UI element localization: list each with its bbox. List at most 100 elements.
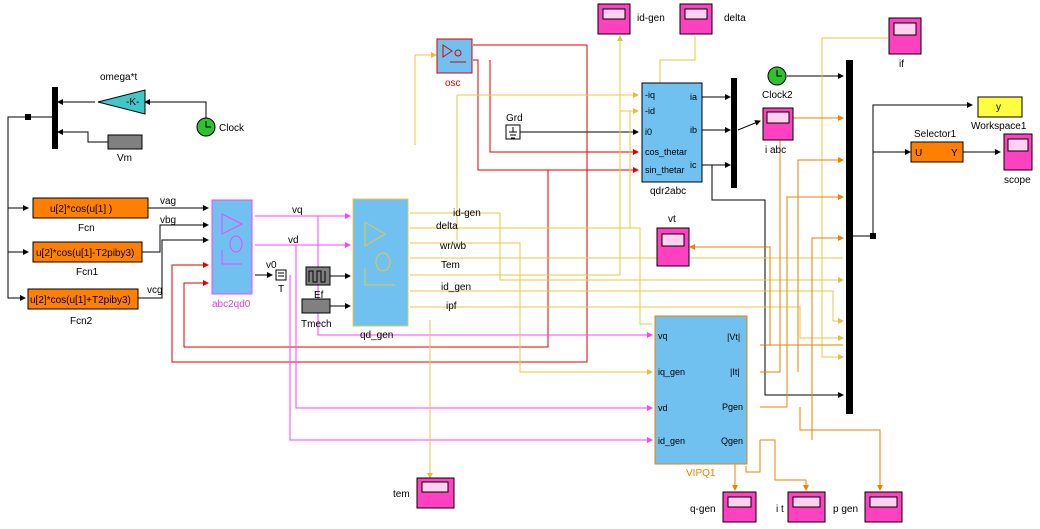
scope-id-gen-label: id-gen: [637, 13, 665, 24]
qdr2abc-in-2: -id: [645, 106, 655, 116]
qd-gen-block[interactable]: qd_gen: [352, 198, 409, 341]
vipq1-out-2: |It|: [730, 367, 740, 377]
vipq1-in-1: vq: [658, 331, 668, 341]
fcn-label: Fcn: [78, 223, 95, 234]
gain-omega-t[interactable]: omega*t -K-: [97, 72, 146, 115]
clock-block[interactable]: Clock: [196, 117, 245, 137]
sig-v0: v0: [266, 260, 277, 271]
vipq1-out-4: Qgen: [721, 436, 743, 446]
scope-i-abc-label: i abc: [765, 145, 786, 156]
scope-i-abc[interactable]: i abc: [762, 107, 794, 156]
scope-i-t[interactable]: i t: [776, 491, 826, 523]
fcn-expr: u[2]*cos(u[1] ): [50, 204, 112, 215]
scope-scope-label: scope: [1004, 175, 1031, 186]
signal-labels: vag vbg vcg vq vd v0 id-gen delta wr/wb …: [147, 196, 481, 312]
scope-scope[interactable]: scope: [1003, 133, 1033, 186]
grd-label: Grd: [506, 113, 523, 124]
scope-p-gen[interactable]: p gen: [833, 491, 903, 523]
mux-right[interactable]: [846, 60, 853, 414]
sig-vd: vd: [288, 235, 299, 246]
scope-tem-label: tem: [393, 489, 410, 500]
fcn2-label: Fcn2: [70, 316, 93, 327]
qdr2abc-in-5: sin_thetar: [645, 165, 685, 175]
fcn1-label: Fcn1: [76, 267, 99, 278]
clock2-block[interactable]: Clock2: [762, 66, 793, 101]
sig-vag: vag: [160, 196, 176, 207]
qdr2abc-out-2: ib: [690, 125, 697, 135]
osc-block[interactable]: osc: [436, 38, 473, 89]
ef-block[interactable]: Ef: [305, 266, 331, 301]
scope-delta[interactable]: delta: [679, 3, 746, 35]
scope-i-t-label: i t: [776, 504, 784, 515]
grd-block[interactable]: Grd: [505, 113, 523, 140]
scope-id-gen[interactable]: id-gen: [597, 3, 665, 35]
scope-q-gen-label: q-gen: [690, 504, 716, 515]
gain-text: -K-: [126, 97, 139, 108]
selector1-u: U: [915, 148, 922, 159]
workspace1-text: y: [996, 102, 1001, 113]
sig-wr-wb: wr/wb: [439, 241, 467, 252]
scope-delta-label: delta: [724, 13, 746, 24]
scope-tem[interactable]: tem: [393, 477, 455, 509]
abc2qd0-block[interactable]: abc2qd0: [211, 199, 253, 310]
ef-label: Ef: [314, 290, 324, 301]
sig-delta: delta: [436, 221, 458, 232]
vm-label: Vm: [117, 153, 132, 164]
sig-vq: vq: [292, 205, 303, 216]
mux-qdr[interactable]: [731, 78, 737, 188]
vipq1-out-1: |Vt|: [727, 332, 740, 342]
vipq1-out-3: Pgen: [722, 402, 743, 412]
mux-bars: [25, 60, 876, 414]
vipq1-label: VIPQ1: [686, 468, 716, 479]
qdr2abc-out-3: ic: [690, 160, 697, 170]
fcn1-expr: u[2]*cos(u[1]-T2piby3): [36, 248, 134, 259]
qdr2abc-out-1: ia: [690, 92, 697, 102]
junction-dot: [870, 233, 876, 239]
qdr2abc-in-1: -iq: [645, 90, 655, 100]
sig-ipf: ipf: [446, 301, 457, 312]
qdr2abc-in-4: cos_thetar: [645, 147, 687, 157]
workspace1-label: Workspace1: [971, 121, 1027, 132]
sig-vbg: vbg: [160, 215, 176, 226]
qdr2abc-label: qdr2abc: [650, 186, 686, 197]
qd-gen-label: qd_gen: [360, 330, 393, 341]
qdr2abc-block[interactable]: -iq -id i0 cos_thetar sin_thetar ia ib i…: [641, 82, 703, 197]
fcn2-expr: u[2]*cos(u[1]+T2piby3): [30, 295, 131, 306]
selector1-block[interactable]: Selector1 U Y: [910, 129, 964, 163]
tmech-label: Tmech: [301, 319, 332, 330]
sig-id-gen2: id_gen: [441, 282, 471, 293]
selector1-y: Y: [951, 148, 958, 159]
fcn-block[interactable]: u[2]*cos(u[1] ) Fcn: [32, 197, 149, 234]
clock2-label: Clock2: [762, 90, 793, 101]
sig-tem: Tem: [441, 260, 460, 271]
scope-p-gen-label: p gen: [833, 504, 858, 515]
wires: [7, 35, 1001, 491]
scope-q-gen[interactable]: q-gen: [690, 491, 757, 523]
osc-label: osc: [445, 78, 461, 89]
vipq1-in-2: iq_gen: [658, 367, 685, 377]
workspace1-block[interactable]: y Workspace1: [971, 96, 1027, 132]
gain-title: omega*t: [100, 72, 137, 83]
vm-constant[interactable]: Vm: [107, 134, 143, 164]
vipq1-in-3: vd: [658, 403, 668, 413]
fcn1-block[interactable]: u[2]*cos(u[1]-T2piby3) Fcn1: [32, 241, 143, 278]
scope-if[interactable]: if: [888, 17, 922, 70]
qdr2abc-in-3: i0: [645, 127, 652, 137]
clock-label: Clock: [219, 123, 245, 134]
terminator-block[interactable]: T: [275, 269, 287, 295]
sig-vcg: vcg: [147, 285, 163, 296]
vipq1-block[interactable]: vq iq_gen vd id_gen |Vt| |It| Pgen Qgen …: [654, 315, 748, 479]
sig-id-gen: id-gen: [453, 208, 481, 219]
fcn2-block[interactable]: u[2]*cos(u[1]+T2piby3) Fcn2: [27, 288, 139, 327]
scope-vt-label: vt: [668, 214, 676, 225]
scopes: id-gen delta if i abc vt scope: [393, 3, 1033, 523]
tmech-block[interactable]: Tmech: [301, 298, 332, 330]
vipq1-in-4: id_gen: [658, 436, 685, 446]
scope-vt[interactable]: vt: [656, 214, 690, 267]
abc2qd0-label: abc2qd0: [212, 299, 251, 310]
terminator-label: T: [278, 284, 284, 295]
selector1-label: Selector1: [914, 129, 957, 140]
mux-left[interactable]: [52, 87, 58, 149]
scope-if-label: if: [899, 59, 904, 70]
